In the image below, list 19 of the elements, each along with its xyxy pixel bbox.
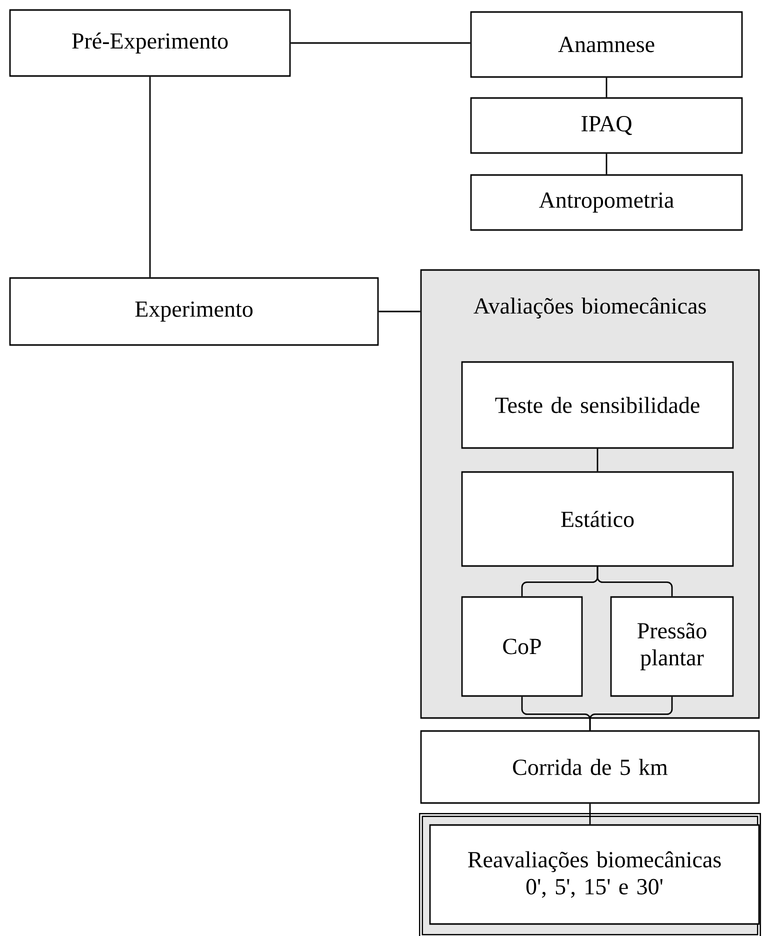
- connector-line: [589, 696, 673, 730]
- connector-line: [596, 448, 598, 472]
- connector-line: [606, 154, 608, 174]
- process-box: Antropometria: [470, 174, 743, 231]
- process-box: Anamnese: [470, 11, 743, 78]
- process-box: Experimento: [9, 277, 379, 346]
- connector-line: [589, 804, 591, 824]
- process-box: Teste de sensibilidade: [461, 361, 734, 449]
- process-box: Pré-Experimento: [9, 9, 291, 77]
- connector-line: [378, 310, 420, 312]
- process-box: Corrida de 5 km: [420, 730, 760, 804]
- process-box: CoP: [461, 596, 583, 697]
- connector-line: [290, 42, 470, 44]
- process-box: Estático: [461, 471, 734, 567]
- process-box: Reavaliações biomecânicas 0', 5', 15' e 30': [429, 824, 760, 925]
- process-box: IPAQ: [470, 97, 743, 154]
- connector-line: [149, 76, 151, 278]
- connector-line: [606, 78, 608, 98]
- process-box: Pressão plantar: [610, 596, 734, 697]
